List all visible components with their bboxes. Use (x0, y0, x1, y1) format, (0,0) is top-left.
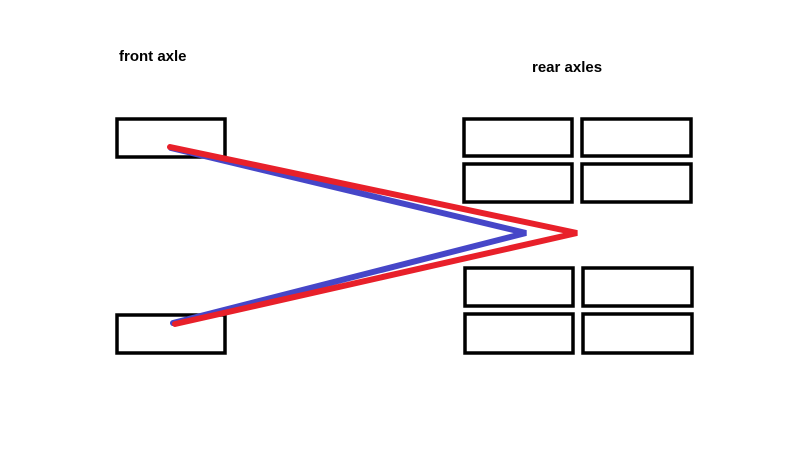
rear-wheel (463, 312, 575, 355)
rear-wheel (462, 117, 574, 158)
rear-wheel (581, 312, 694, 355)
rear-wheel (581, 266, 694, 308)
rear-wheel (463, 266, 575, 308)
rear-wheel (580, 162, 693, 204)
red-alignment-line (167, 144, 578, 327)
rear-axles-label: rear axles (532, 59, 603, 76)
rear-wheel (580, 117, 693, 158)
front-wheel-left (115, 117, 227, 159)
blue-alignment-line (168, 145, 527, 326)
rear-wheel (462, 162, 574, 204)
front-axle-label: front axle (119, 48, 187, 65)
front-wheel-right (115, 313, 227, 355)
